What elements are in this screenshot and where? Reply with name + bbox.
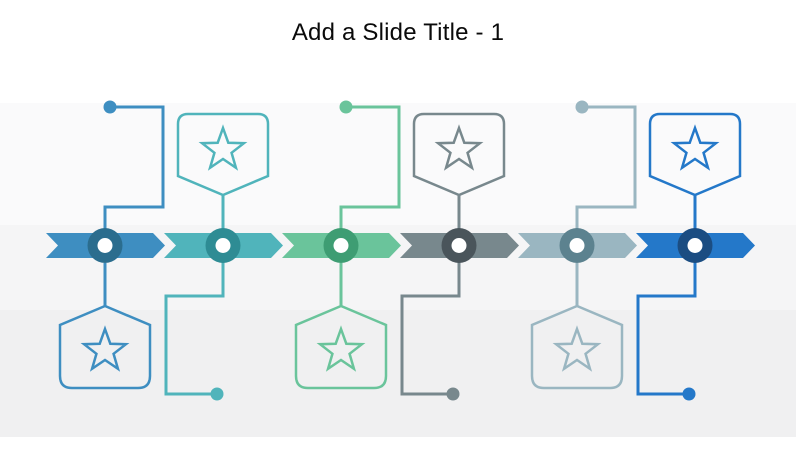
connector-dot — [682, 387, 696, 401]
connector-line — [400, 246, 461, 396]
badge-shape — [58, 304, 152, 390]
timeline-step-4[interactable] — [400, 112, 519, 401]
timeline-step-5[interactable] — [518, 100, 637, 390]
node-core — [215, 238, 231, 253]
connector-dot — [103, 100, 117, 114]
connector-dot — [210, 387, 224, 401]
node-core — [687, 238, 703, 253]
connector-dot — [339, 100, 353, 114]
connector-line — [339, 105, 401, 246]
star-icon — [200, 126, 246, 170]
connector-line — [575, 105, 637, 246]
timeline-step-3[interactable] — [282, 100, 401, 390]
node-core — [333, 238, 349, 253]
star-icon — [318, 327, 364, 371]
star-icon — [554, 327, 600, 371]
badge-shape — [648, 112, 742, 197]
connector-line — [636, 246, 697, 396]
timeline-step-2[interactable] — [164, 112, 283, 401]
node-core — [97, 238, 113, 253]
node-core — [451, 238, 467, 253]
star-icon — [672, 126, 718, 170]
node-core — [569, 238, 585, 253]
connector-dot — [575, 100, 589, 114]
slide-title[interactable]: Add a Slide Title - 1 — [291, 19, 505, 46]
timeline-step-1[interactable] — [46, 100, 165, 390]
badge-shape — [294, 304, 388, 390]
badge-shape — [530, 304, 624, 390]
connector-dot — [446, 387, 460, 401]
connector-line — [164, 246, 225, 396]
star-icon — [436, 126, 482, 170]
badge-shape — [412, 112, 506, 197]
connector-line — [103, 105, 165, 246]
star-icon — [82, 327, 128, 371]
timeline-step-6[interactable] — [636, 112, 755, 401]
badge-shape — [176, 112, 270, 197]
